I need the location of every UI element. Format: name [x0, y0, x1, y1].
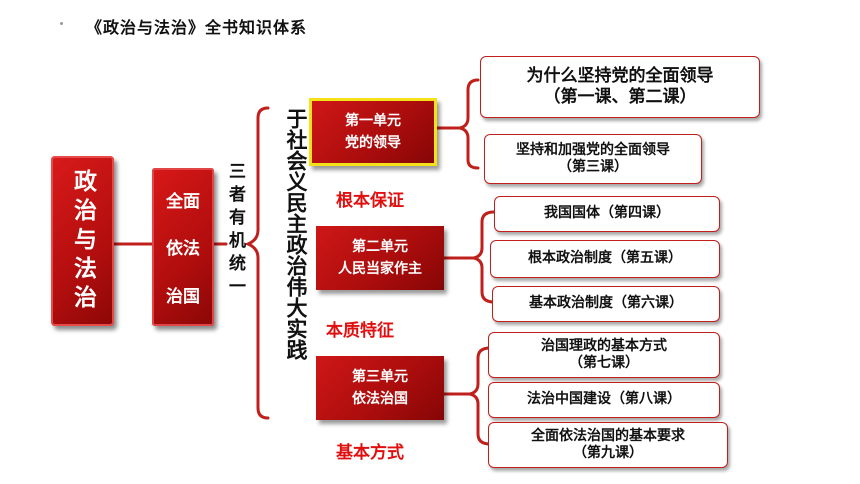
unity-label: 三者有机统一	[225, 162, 245, 300]
lesson-5-line-1: 基本政治制度（第六课）	[529, 295, 683, 312]
unit-2-tag: 本质特征	[326, 321, 394, 341]
decor-dot	[60, 22, 63, 25]
unit-1-title: 第一单元	[345, 112, 401, 129]
lesson-8-line-1: 全面依法治国的基本要求	[531, 427, 685, 444]
unit-3-subtitle: 依法治国	[352, 391, 408, 407]
lesson-4-box: 根本政治制度（第五课）	[490, 240, 720, 278]
unit-1-tag: 根本保证	[336, 191, 404, 211]
unit-1-box: 第一单元 党的领导	[309, 98, 437, 166]
unit-2-box: 第二单元 人民当家作主	[316, 226, 444, 290]
root-topic-label: 政治与法治	[69, 168, 96, 314]
lesson-6-line-2: （第七课）	[569, 355, 639, 371]
middle-line-3: 治国	[166, 286, 200, 307]
unit-2-title: 第二单元	[352, 238, 408, 255]
lesson-8-line-2: （第九课）	[573, 445, 643, 461]
lesson-3-line-1: 我国国体（第四课）	[544, 205, 670, 222]
unit-1-subtitle: 党的领导	[345, 135, 401, 151]
root-topic-box: 政治与法治	[51, 156, 114, 326]
lesson-6-box: 治国理政的基本方式 （第七课）	[488, 332, 720, 378]
lesson-5-box: 基本政治制度（第六课）	[492, 286, 720, 322]
unit-3-tag: 基本方式	[336, 443, 404, 463]
unit-3-title: 第三单元	[352, 368, 408, 385]
page-title: 《政治与法治》全书知识体系	[86, 18, 308, 37]
middle-line-2: 依法	[166, 239, 200, 260]
unit-2-subtitle: 人民当家作主	[338, 261, 422, 277]
middle-line-1: 全面	[166, 192, 200, 213]
lesson-1-line-2: （第一课、第二课）	[543, 87, 697, 107]
lesson-1-box: 为什么坚持党的全面领导 （第一课、第二课）	[480, 56, 760, 118]
lesson-3-box: 我国国体（第四课）	[494, 196, 720, 232]
lesson-6-line-1: 治国理政的基本方式	[541, 337, 667, 354]
middle-topic-box: 全面 依法 治国	[152, 168, 214, 326]
lesson-4-line-1: 根本政治制度（第五课）	[528, 250, 682, 267]
lesson-2-box: 坚持和加强党的全面领导 （第三课）	[484, 134, 702, 184]
lesson-7-box: 法治中国建设（第八课）	[488, 382, 720, 418]
lesson-8-box: 全面依法治国的基本要求 （第九课）	[488, 422, 728, 468]
lesson-2-line-2: （第三课）	[558, 159, 628, 175]
lesson-7-line-1: 法治中国建设（第八课）	[527, 391, 681, 408]
lesson-2-line-1: 坚持和加强党的全面领导	[516, 141, 670, 158]
practice-label: 于社会义民主政治伟大实践	[284, 108, 308, 360]
lesson-1-line-1: 为什么坚持党的全面领导	[526, 65, 714, 86]
unit-3-box: 第三单元 依法治国	[316, 356, 444, 420]
